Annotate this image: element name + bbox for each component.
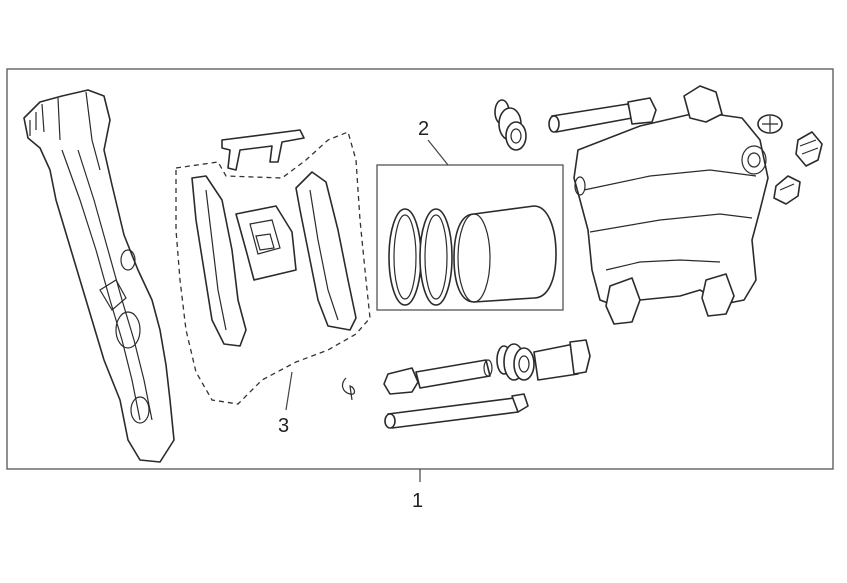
- pad-shim: [235, 205, 297, 281]
- pad-set-outline: [175, 131, 371, 405]
- bleeder-screw: [795, 131, 823, 167]
- piston-seal-inner: [419, 208, 453, 306]
- bleeder-cap: [757, 114, 783, 134]
- pad-pin: [384, 393, 529, 429]
- lower-slide-pin-bolt: [533, 339, 591, 381]
- piston-kit-frame: [376, 164, 564, 311]
- piston: [453, 205, 557, 303]
- callout-1: 1: [412, 490, 423, 512]
- piston-seal-kit: [376, 164, 564, 311]
- callout-3: 3: [278, 415, 289, 437]
- lower-slide-pin-boot: [496, 343, 535, 381]
- leader-2: [427, 139, 449, 166]
- anti-rattle-spring: [221, 129, 305, 171]
- upper-slide-pin-boot: [494, 99, 527, 151]
- brake-pad-left: [191, 175, 247, 347]
- callout-2: 2: [418, 118, 429, 140]
- nipple-fitting: [773, 175, 801, 205]
- upper-slide-pin: [548, 97, 657, 133]
- caliper-bracket: [23, 89, 175, 463]
- guide-bolt: [383, 359, 493, 395]
- caliper-body: [573, 85, 769, 325]
- brake-pad-right: [295, 171, 357, 331]
- brake-pad-set: [175, 129, 371, 405]
- retaining-clip: [341, 377, 356, 401]
- leader-3: [285, 371, 293, 411]
